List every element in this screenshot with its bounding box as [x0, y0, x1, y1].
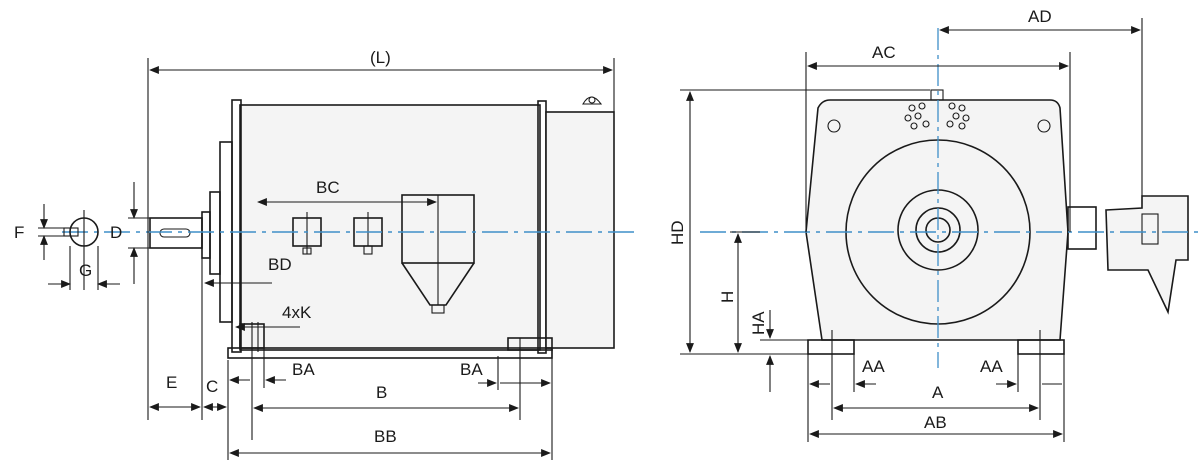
front-view: AC AD HD H HA AA AA A AB	[668, 7, 1200, 442]
mount-hole-left	[827, 119, 841, 133]
label-4xK: 4xK	[282, 303, 312, 322]
shaft-collar	[201, 211, 211, 259]
label-BA-front: BA	[292, 360, 315, 379]
side-view: (L) BC BD 4xK F G D E C BA BA B BB	[14, 48, 640, 460]
label-HA: HA	[749, 311, 768, 335]
label-L: (L)	[370, 48, 391, 67]
label-H: H	[718, 291, 737, 303]
label-AC: AC	[872, 43, 896, 62]
shaft	[149, 217, 203, 249]
label-BD: BD	[268, 255, 292, 274]
foot-right	[1017, 339, 1065, 355]
bearing-cap	[209, 191, 221, 275]
label-A: A	[932, 383, 944, 402]
fan-cover	[545, 111, 615, 349]
label-BB: BB	[374, 427, 397, 446]
label-D: D	[110, 223, 122, 242]
vent-holes	[904, 102, 970, 130]
label-BA-rear: BA	[460, 360, 483, 379]
label-AA-left: AA	[862, 357, 885, 376]
label-AB: AB	[924, 413, 947, 432]
keyway	[159, 228, 191, 238]
label-C: C	[206, 377, 218, 396]
foot-left	[807, 339, 855, 355]
label-HD: HD	[668, 220, 687, 245]
label-B: B	[376, 383, 387, 402]
side-terminal-stub	[1067, 206, 1097, 250]
mount-hole-right	[1037, 119, 1051, 133]
side-terminal-box	[1105, 195, 1189, 315]
label-BC: BC	[316, 178, 340, 197]
label-F: F	[14, 223, 24, 242]
motor-body	[239, 104, 541, 351]
label-AD: AD	[1028, 7, 1052, 26]
label-AA-right: AA	[980, 357, 1003, 376]
label-E: E	[166, 373, 177, 392]
rear-foot	[507, 337, 553, 351]
label-G: G	[79, 261, 92, 280]
